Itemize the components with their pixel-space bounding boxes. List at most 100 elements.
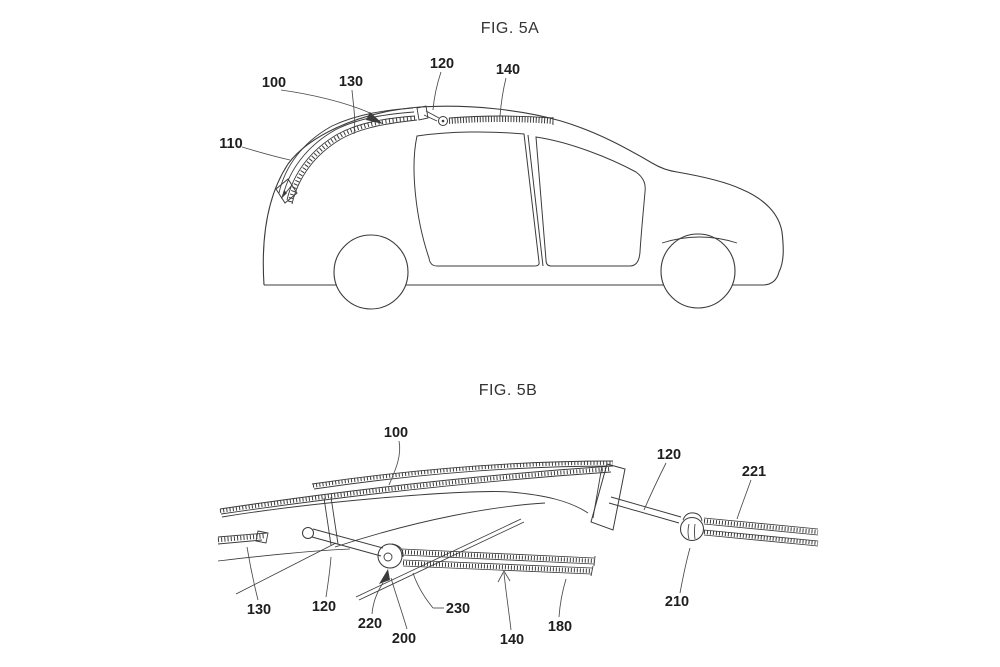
fig5b-label-210: 210	[665, 594, 689, 610]
rod-221-upper-top-line	[703, 517, 819, 530]
blade-lower-end-cap	[275, 178, 298, 204]
end-cap-arrow-head	[281, 190, 287, 199]
right-arm-bottom-line	[608, 502, 680, 524]
rear-side-window	[535, 136, 646, 267]
left-strip-and-cowl	[217, 530, 351, 595]
blade-underside-edge	[334, 502, 546, 548]
leader-221	[736, 479, 752, 520]
clevis-link-line-2	[423, 114, 438, 122]
fig5b-label-100: 100	[384, 425, 408, 441]
blade-front-band-hatch	[219, 467, 612, 513]
blade-rear-band-hatch	[312, 461, 614, 488]
blade-end-bracket	[590, 463, 626, 531]
leader-100b	[388, 440, 401, 486]
leader-140	[499, 77, 507, 117]
strip-130-hatch	[217, 533, 265, 543]
leader-100	[280, 89, 371, 114]
cowl-sweep-line	[217, 548, 351, 562]
pinion-circle	[438, 116, 448, 126]
fig5b-label-180: 180	[548, 619, 572, 635]
rail-180-bottom-line	[402, 565, 592, 575]
fig5b-label-200: 200	[392, 631, 416, 647]
rail-140-top-line	[401, 548, 595, 559]
blade-center-support-line-1	[323, 497, 332, 546]
fig5a-title: FIG. 5A	[481, 20, 540, 37]
car-body-outline	[262, 105, 784, 286]
windshield-wiper-assembly	[275, 105, 440, 205]
blade-center-support-line-2	[330, 496, 339, 545]
pivot-arm-assembly	[302, 518, 525, 601]
leader-220	[371, 582, 384, 615]
fig5b-label-120-lower: 120	[312, 599, 336, 615]
blade-front-top-edge	[219, 465, 613, 510]
front-wheel	[333, 234, 409, 310]
fig5b-label-220: 220	[358, 616, 382, 632]
ball-joint-200-cap	[391, 543, 404, 558]
blade-bottom-edge	[221, 491, 589, 518]
upper-clevis	[416, 105, 429, 121]
arm-end-pin	[302, 527, 314, 539]
leader-230	[412, 572, 434, 609]
fig5a-label-110: 110	[219, 136, 242, 152]
fig5b-label-221: 221	[742, 464, 766, 480]
rod-221-upper-bottom-line	[703, 523, 819, 536]
strip-130-top-line	[217, 532, 268, 538]
fig5a-label-130: 130	[339, 74, 363, 90]
leader-120	[432, 71, 442, 111]
arm-bottom-line	[311, 536, 382, 557]
link-rod-230-line-1	[355, 518, 522, 598]
b-pillar-line	[527, 134, 544, 267]
blade-strip-outer-line	[286, 115, 416, 201]
right-linkage-assembly	[608, 496, 819, 547]
link-rod-230-line-2	[358, 521, 525, 601]
ball-joint-200	[377, 543, 403, 569]
guide-rail-inner-line	[282, 111, 415, 197]
fig5a-leader-lines	[241, 71, 507, 161]
blade-rear-band-lower-edge	[313, 465, 614, 490]
fig5b-leader-lines	[246, 440, 752, 631]
ball-joint-210-slot	[687, 523, 690, 540]
leader-180	[558, 578, 567, 618]
leader-130b	[246, 546, 259, 601]
ball-joint-210	[679, 516, 705, 542]
rail-140-end-tick	[593, 555, 596, 567]
leader-110	[241, 146, 291, 161]
fig5b-reference-labels: 100 120 221 130 120 220 200 230 140 180 …	[247, 425, 766, 648]
rail-140-hatch	[401, 549, 595, 564]
rear-wheel	[660, 233, 736, 309]
blade-rear-top-edge	[311, 460, 614, 485]
rear-wheel-arch	[661, 236, 738, 244]
roof-rack-top-line	[448, 115, 554, 119]
leader-120-upper	[643, 462, 667, 511]
fig5a-label-120: 120	[430, 56, 454, 72]
rail-180-hatch	[402, 560, 592, 574]
guide-rail-outer-line	[278, 107, 414, 194]
rail-180-end-tick	[590, 565, 594, 577]
leader-200	[390, 577, 408, 630]
rail-180-top-line	[402, 559, 593, 569]
front-side-window	[413, 131, 540, 267]
car-side-view	[262, 105, 784, 310]
wiper-blade-detail	[219, 460, 626, 548]
fig5a-label-100: 100	[262, 75, 286, 91]
guide-rails	[401, 548, 596, 577]
leader-140b	[503, 572, 512, 631]
pinion-center-dot	[441, 119, 445, 123]
leader-140b-open-arrowhead	[497, 570, 511, 583]
fig5b-label-130: 130	[247, 602, 271, 618]
figure-5a: FIG. 5A	[219, 20, 784, 310]
arrow-220	[379, 569, 390, 584]
arm-top-line	[312, 528, 384, 549]
blade-strip-inner-line	[291, 119, 418, 205]
figure-5b: FIG. 5B	[217, 382, 819, 648]
rail-140-bottom-line	[401, 554, 595, 565]
blade-strip-teeth	[287, 115, 417, 203]
fig5a-reference-labels: 100 130 120 140 110	[219, 56, 520, 152]
rod-221-lower-hatch	[703, 529, 819, 546]
roof-rack-assembly	[438, 115, 554, 126]
clevis-link-line-1	[425, 110, 440, 119]
blade-front-band-lower-edge	[220, 471, 612, 515]
strip-130-bottom-line	[217, 539, 263, 545]
